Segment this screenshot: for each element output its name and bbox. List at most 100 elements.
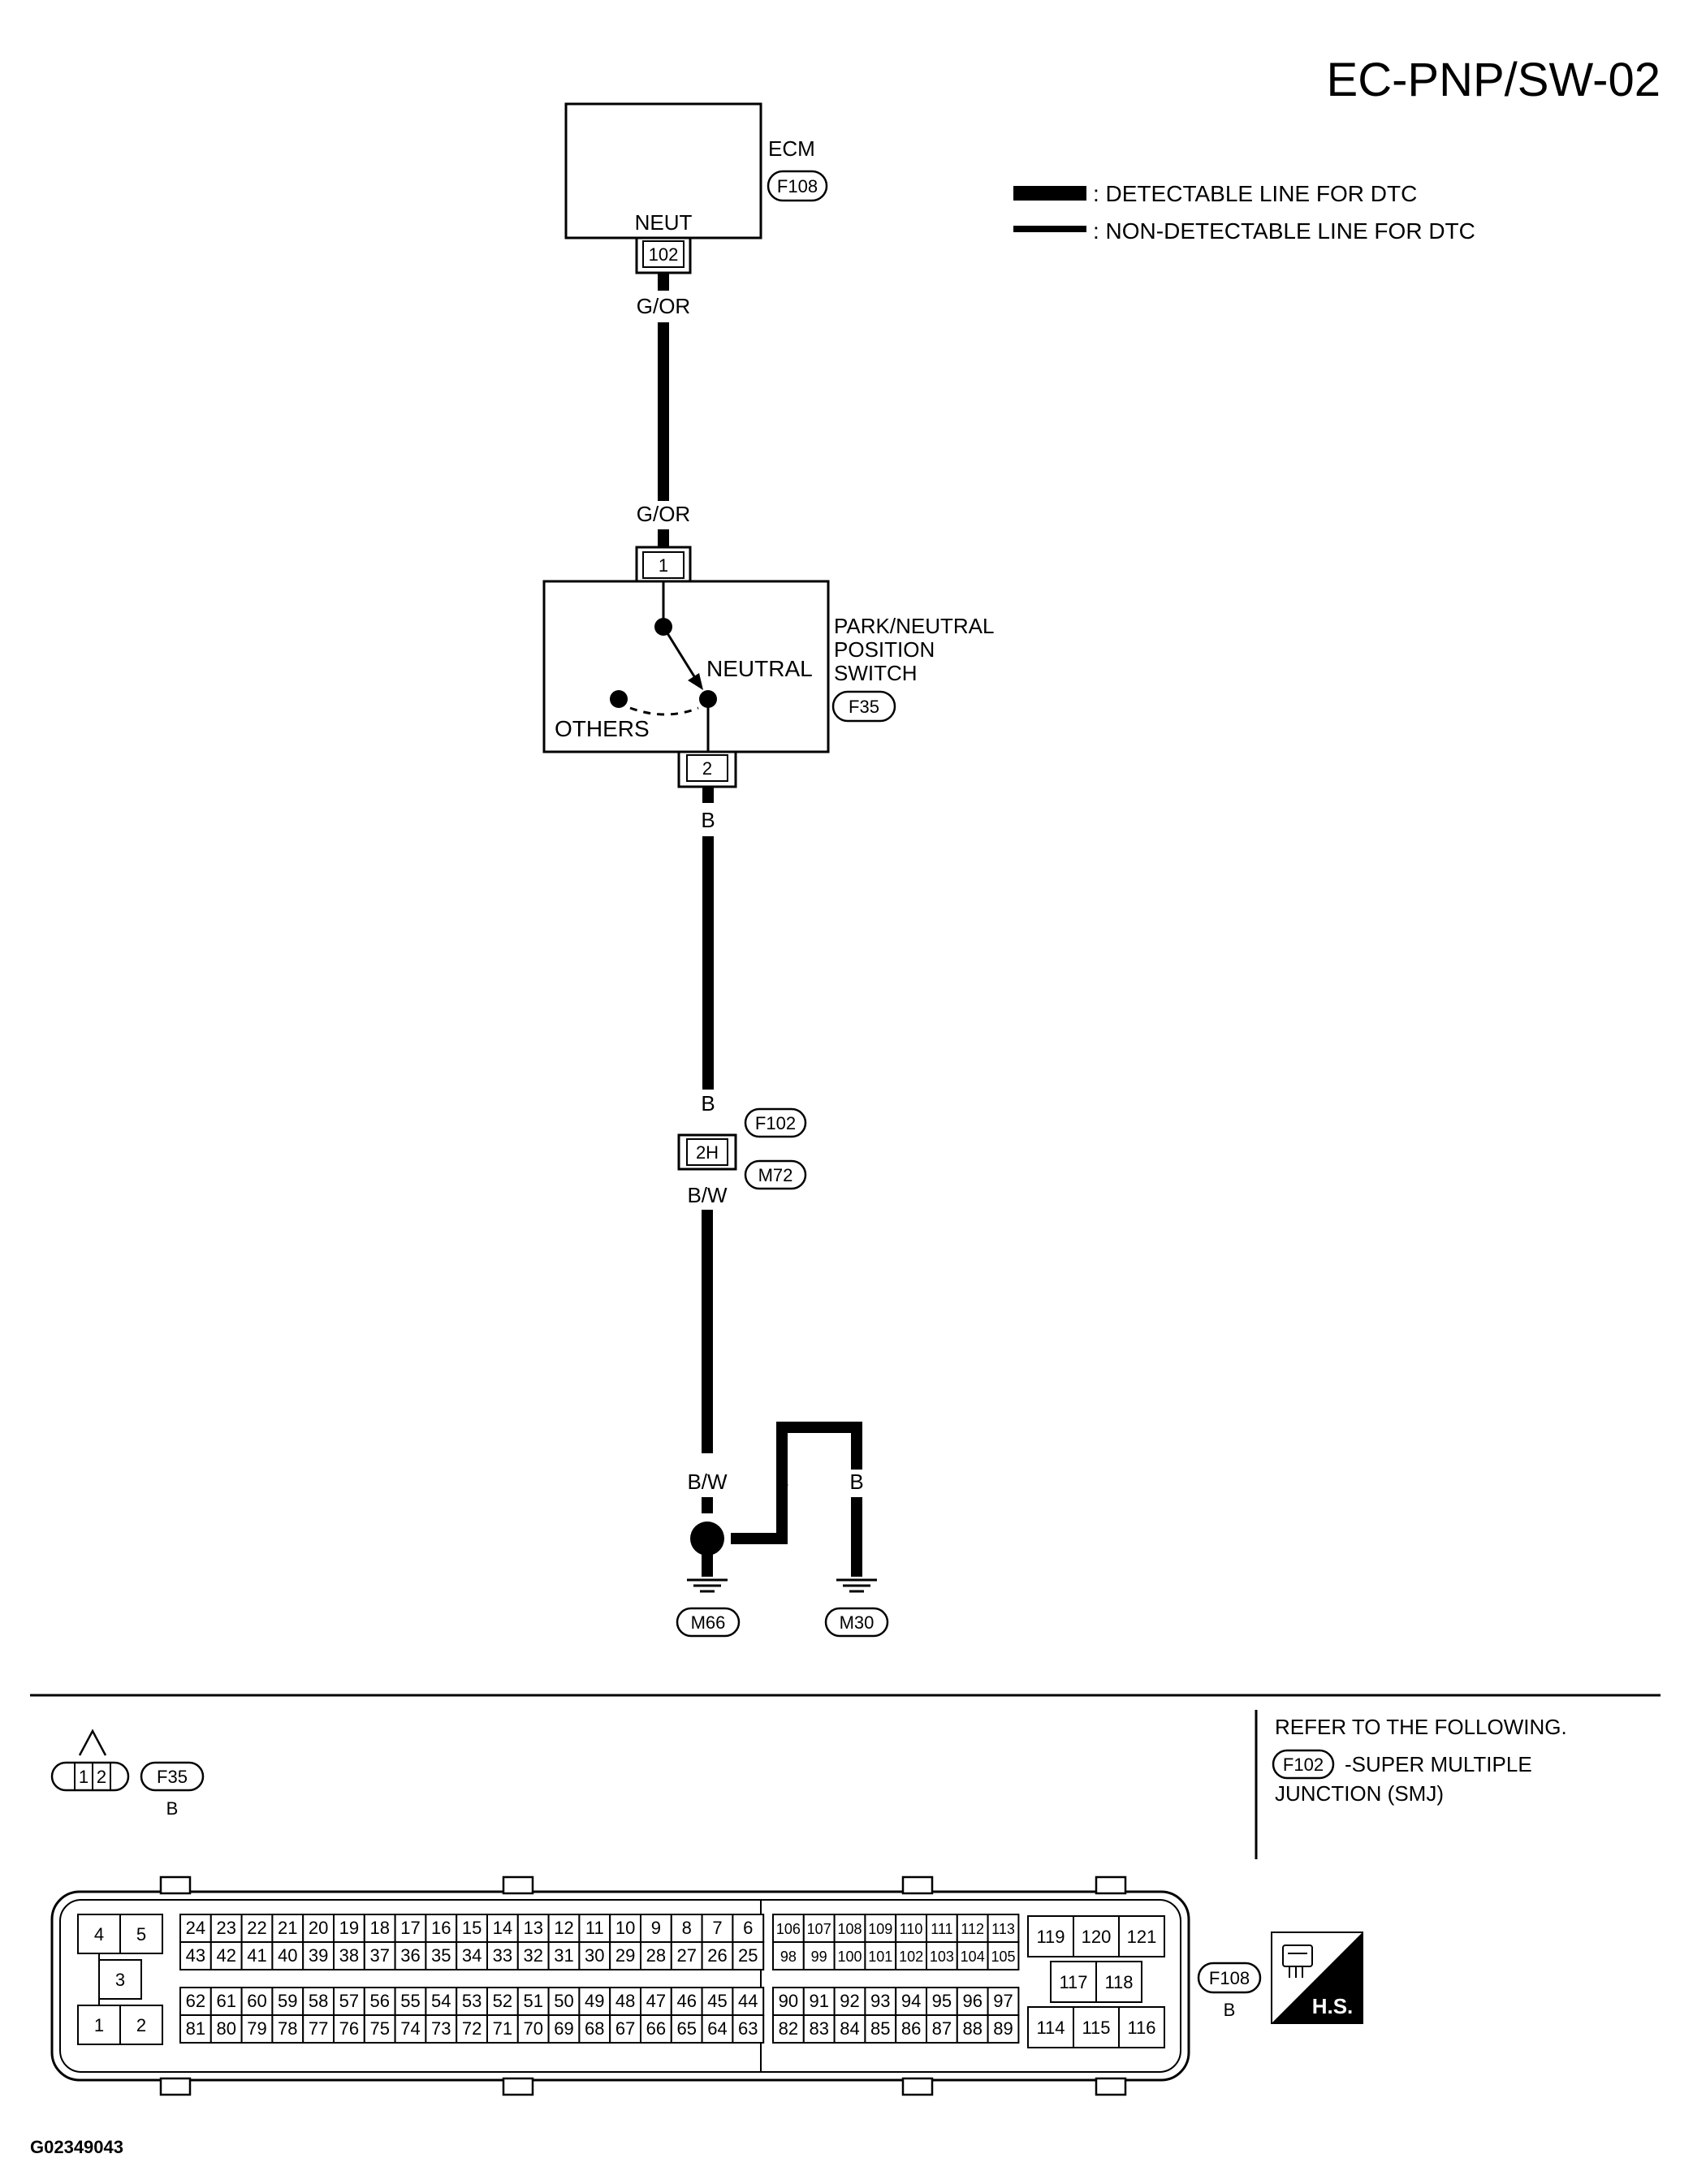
f108-pin-number: 39	[309, 1945, 328, 1966]
f35-pin-number: 1	[79, 1767, 89, 1787]
f108-pin-number: 58	[309, 1991, 328, 2011]
f108-pin-box	[833, 2014, 866, 2044]
ecm-terminal-box	[642, 240, 685, 268]
f35-connector-tag	[140, 1761, 205, 1792]
f108-latch	[1095, 1875, 1127, 1895]
f108-pin-number: 63	[738, 2018, 758, 2039]
f108-pin-box	[956, 1987, 989, 2016]
f108-pin-number: 31	[554, 1945, 573, 1966]
smj-connector-tag-b	[744, 1159, 807, 1190]
f108-pin-number: 99	[811, 1949, 827, 1965]
wire-segment	[851, 1497, 862, 1577]
f108-pin-number: 20	[309, 1918, 328, 1938]
wire-ecm-to-switch: G/OR G/OR	[637, 273, 690, 547]
hs-diagonal-fill	[1272, 1932, 1363, 2023]
f108-pin-number: 108	[837, 1921, 862, 1937]
f108-pin-number: 8	[682, 1918, 692, 1938]
f108-pin-number: 41	[247, 1945, 266, 1966]
f108-pin-number: 19	[339, 1918, 359, 1938]
refer-line2: -SUPER MULTIPLE	[1345, 1752, 1532, 1776]
ground-link-color-left: B	[775, 1470, 788, 1494]
f108-pin-number: 82	[779, 2018, 798, 2039]
f108-pin-number: 74	[400, 2018, 420, 2039]
switch-connector-id: F35	[849, 697, 879, 717]
legend-detectable-label: : DETECTABLE LINE FOR DTC	[1093, 181, 1417, 206]
wire-smj-to-ground: B/W B/W	[687, 1183, 728, 1577]
switch-name-line2: POSITION	[834, 637, 935, 662]
f108-pin-box	[240, 1941, 274, 1970]
f108-pin-box	[425, 1914, 458, 1943]
f108-connector-tag	[1197, 1962, 1262, 1994]
f108-pin-box	[926, 1914, 958, 1943]
f108-pin-box	[732, 2014, 765, 2044]
f108-pin-number: 11	[585, 1918, 604, 1938]
figure-id: G02349043	[30, 2137, 123, 2157]
f108-pin-box	[987, 1914, 1020, 1943]
f108-pin-box	[516, 2014, 550, 2044]
f108-pin-number: 104	[961, 1949, 985, 1965]
f108-latch	[502, 2077, 534, 2096]
ground-tag	[676, 1607, 741, 1638]
f108-pin-number: 9	[651, 1918, 661, 1938]
f108-pin-number: 67	[615, 2018, 635, 2039]
f108-pin-box	[547, 1987, 581, 2016]
f108-latch	[1095, 2077, 1127, 2096]
f108-pin-number: 1	[94, 2015, 104, 2035]
ecm-name: ECM	[768, 136, 815, 161]
wire-segment	[658, 322, 669, 501]
hs-symbol: H.S.	[1271, 1932, 1363, 2024]
f108-pin-number: 56	[369, 1991, 389, 2011]
ecm-terminal-label: NEUT	[635, 210, 693, 235]
f108-pin-box	[333, 1987, 365, 2016]
wire-color-bottom: G/OR	[637, 502, 690, 526]
f108-latch	[159, 2077, 192, 2096]
f108-pin-number: 35	[431, 1945, 451, 1966]
f108-pin-box	[772, 1941, 805, 1970]
f108-pin-number: 33	[493, 1945, 512, 1966]
f108-pin-box	[987, 2014, 1020, 2044]
f108-pin-number: 64	[707, 2018, 727, 2039]
legend-thick-line	[1013, 186, 1086, 201]
f108-pin-box	[394, 1941, 427, 1970]
ground-link-color-right: B	[849, 1470, 863, 1494]
f108-pin-number: 6	[743, 1918, 753, 1938]
wire-segment	[658, 529, 669, 547]
wire-color-top: G/OR	[637, 294, 690, 318]
f108-pin-number: 43	[186, 1945, 205, 1966]
f108-pin-box	[1027, 2006, 1074, 2048]
wire-color-bottom: B/W	[687, 1470, 728, 1494]
f108-pin-number: 86	[901, 2018, 921, 2039]
f108-pin-number: 115	[1082, 2018, 1110, 2038]
f108-pin-number: 45	[707, 1991, 727, 2011]
f108-pin-box	[578, 1941, 611, 1970]
f35-connector-color: B	[166, 1798, 179, 1819]
f108-pin-number: 77	[309, 2018, 328, 2039]
page-title: EC-PNP/SW-02	[1327, 54, 1661, 106]
f108-pin-number: 68	[585, 2018, 604, 2039]
f108-pin-number: 109	[868, 1921, 892, 1937]
f108-pin-number: 12	[554, 1918, 573, 1938]
switch-pos-others: OTHERS	[555, 716, 650, 741]
f108-pin-number: 102	[899, 1949, 923, 1965]
f108-pin-box	[670, 1914, 703, 1943]
f108-connector-color: B	[1224, 2000, 1236, 2020]
f108-pin-number: 118	[1104, 1972, 1133, 1992]
legend-non-detectable-label: : NON-DETECTABLE LINE FOR DTC	[1093, 218, 1475, 244]
ecm-terminal-number: 102	[649, 244, 679, 265]
splice-point	[690, 1521, 724, 1556]
f108-pin-number: 3	[115, 1970, 125, 1990]
f108-pin-number: 16	[431, 1918, 451, 1938]
f108-pin-number: 87	[932, 2018, 952, 2039]
f108-pin-number: 7	[712, 1918, 722, 1938]
f108-pin-number: 23	[216, 1918, 235, 1938]
f108-pin-number: 76	[339, 2018, 359, 2039]
smj-junction: F102 2H M72	[677, 1107, 807, 1190]
f108-pin-number: 73	[431, 2018, 451, 2039]
f108-pin-number: 13	[523, 1918, 542, 1938]
f108-pin-number: 57	[339, 1991, 359, 2011]
switch-pin-in-box	[642, 551, 685, 579]
switch-blade-arrow	[688, 673, 703, 690]
ecm-unit: ECM F108 NEUT 102	[564, 102, 828, 274]
ground-m30: M30	[824, 1578, 889, 1638]
f108-pin-number: 113	[991, 1921, 1015, 1937]
